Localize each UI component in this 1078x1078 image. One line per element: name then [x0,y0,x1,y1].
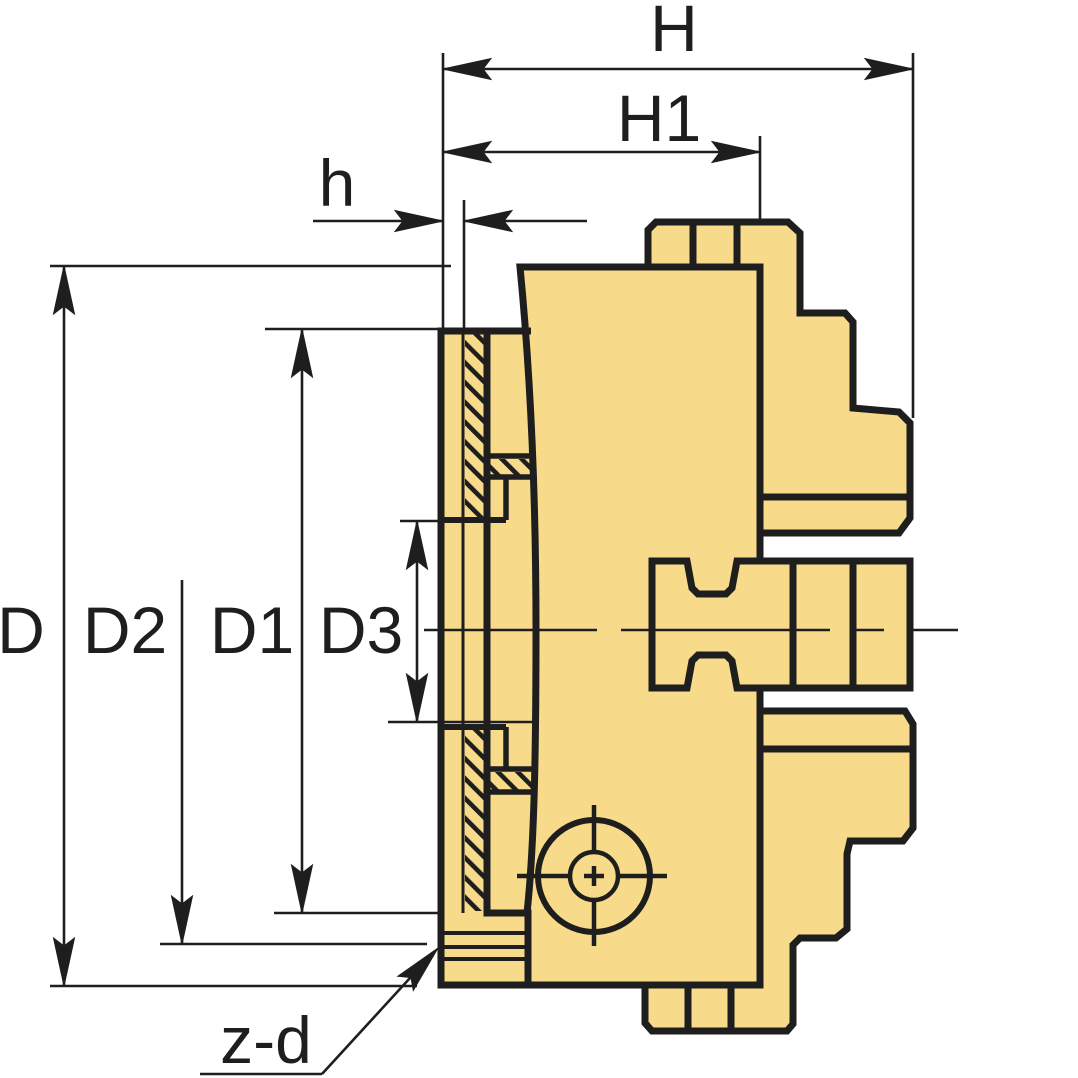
dimension-D2: D2 [83,580,193,945]
master-jaw [648,557,914,692]
dimension-label-H1: H1 [617,81,701,155]
center-marks [424,628,958,946]
dimension-label-D2: D2 [83,593,167,667]
upper-jaw [644,218,914,537]
dimension-H: H [442,0,914,80]
dimension-label-H: H [650,0,698,65]
hatch-lower-strip [465,729,485,911]
dimensions: H H1 h D D2 [0,0,915,1077]
dimension-h: h [313,146,587,232]
chuck-part [437,218,917,1035]
dimension-D3: D3 [319,520,428,723]
lower-jaw [641,707,917,1035]
extension-lines [50,53,915,988]
dimension-label-D1: D1 [210,593,294,667]
dimension-label-zd: z-d [220,1003,312,1077]
hatch-upper-band [489,459,532,475]
dimension-label-h: h [319,146,356,220]
callout-zd: z-d [200,940,447,1077]
hatch-upper-strip [465,333,485,518]
bolt-hole-crosshair [517,805,667,946]
dimension-H1: H1 [442,81,761,163]
dimension-label-D: D [0,593,45,667]
section-hatching [465,333,534,911]
dimension-D1: D1 [210,328,313,914]
hatch-lower-band [489,772,534,790]
part-feature-lines [441,222,913,1031]
bolt-hole-marker [517,805,667,946]
dimension-D: D [0,265,75,987]
dimension-label-D3: D3 [319,593,403,667]
